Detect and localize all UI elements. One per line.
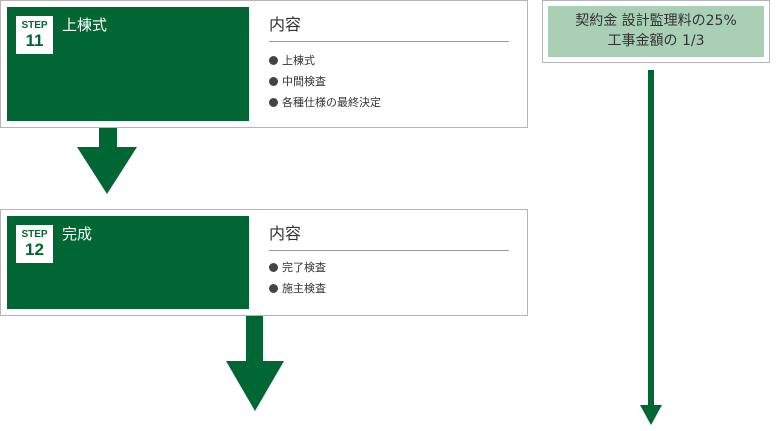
step-12-title: 完成 [62, 225, 93, 243]
down-arrow-step12-next [226, 316, 284, 411]
fee-note-panel: 契約金 設計監理料の25% 工事金額の 1/3 [548, 6, 764, 57]
step-11-badge: STEP 11 [16, 16, 53, 54]
step-12-badge: STEP 12 [16, 225, 53, 263]
step-11-card: STEP 11 上棟式 内容 上棟式 中間検査 各種仕様の最終決定 [0, 0, 528, 128]
step-11-item-list: 上棟式 中間検査 各種仕様の最終決定 [269, 50, 381, 113]
step-11-content-heading: 内容 [269, 15, 509, 42]
fee-note-line-2: 工事金額の 1/3 [607, 33, 705, 49]
step-12-item-list: 完了検査 施主検査 [269, 257, 326, 299]
bullet-icon [269, 56, 278, 65]
step-badge-number: 12 [25, 240, 44, 259]
bullet-icon [269, 263, 278, 272]
list-item-label: 完了検査 [282, 261, 326, 274]
step-11-title: 上棟式 [62, 16, 108, 34]
fee-note-box: 契約金 設計監理料の25% 工事金額の 1/3 [542, 0, 770, 63]
step-badge-label: STEP [21, 229, 48, 240]
list-item-label: 上棟式 [282, 54, 315, 67]
list-item-label: 中間検査 [282, 75, 326, 88]
list-item-label: 各種仕様の最終決定 [282, 96, 381, 109]
step-badge-number: 11 [25, 31, 44, 50]
bullet-icon [269, 77, 278, 86]
list-item: 上棟式 [269, 50, 381, 71]
list-item: 施主検査 [269, 278, 326, 299]
down-arrow-fee-period [640, 70, 662, 425]
step-12-card: STEP 12 完成 内容 完了検査 施主検査 [0, 209, 528, 316]
step-badge-label: STEP [21, 20, 48, 31]
list-item: 各種仕様の最終決定 [269, 92, 381, 113]
down-arrow-step11-to-step12 [77, 128, 137, 194]
list-item-label: 施主検査 [282, 282, 326, 295]
bullet-icon [269, 284, 278, 293]
fee-note-line-1: 契約金 設計監理料の25% [575, 13, 737, 29]
list-item: 完了検査 [269, 257, 326, 278]
step-12-title-panel: STEP 12 完成 [7, 216, 249, 309]
list-item: 中間検査 [269, 71, 381, 92]
step-12-content-heading: 内容 [269, 224, 509, 251]
bullet-icon [269, 98, 278, 107]
step-11-title-panel: STEP 11 上棟式 [7, 7, 249, 121]
